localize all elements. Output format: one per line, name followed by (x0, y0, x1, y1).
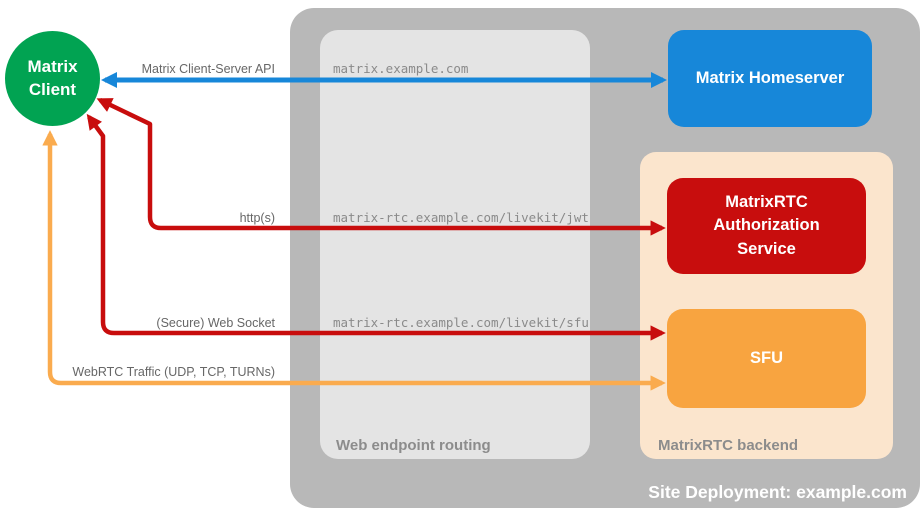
site-deployment-label: Site Deployment: example.com (648, 482, 907, 502)
matrix-homeserver-node: Matrix Homeserver (668, 30, 872, 127)
matrix-client-node: Matrix Client (5, 31, 100, 126)
matrixrtc-authorization-service-node: MatrixRTC Authorization Service (667, 178, 866, 274)
livekit-sfu-endpoint-url: matrix-rtc.example.com/livekit/sfu (333, 315, 589, 330)
webrtc-traffic-label: WebRTC Traffic (UDP, TCP, TURNs) (72, 365, 275, 379)
matrixrtc-backend-label: MatrixRTC backend (658, 437, 799, 454)
livekit-jwt-endpoint-url: matrix-rtc.example.com/livekit/jwt (333, 210, 589, 225)
https-label: http(s) (239, 211, 275, 225)
websocket-label: (Secure) Web Socket (156, 316, 275, 330)
client-server-api-label: Matrix Client-Server API (141, 62, 275, 76)
matrix-endpoint-url: matrix.example.com (333, 61, 469, 76)
sfu-node: SFU (667, 309, 866, 408)
web-endpoint-routing-label: Web endpoint routing (336, 437, 491, 454)
web-endpoint-routing-box (320, 30, 590, 459)
